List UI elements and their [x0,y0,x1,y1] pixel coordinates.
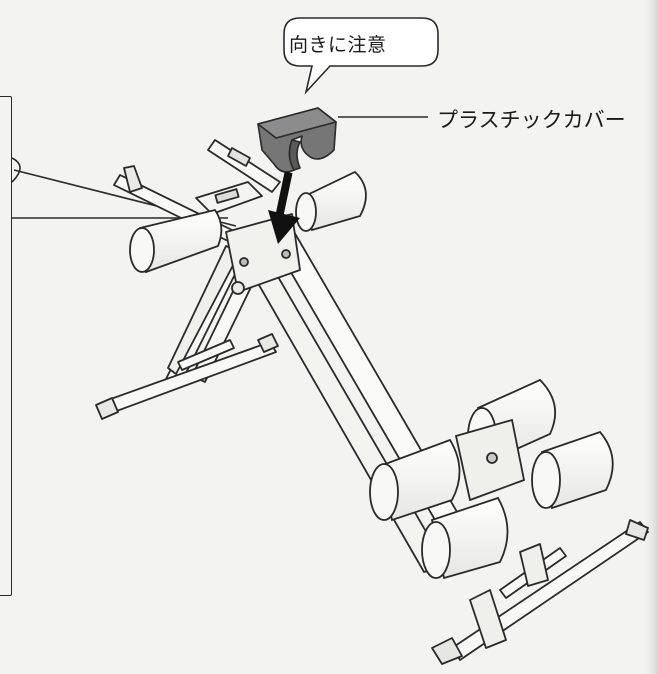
plastic-cover [257,107,337,173]
front-base-frame [431,519,649,665]
rear-leg-frame [95,237,279,420]
speech-bubble [283,17,439,95]
upper-roller-pads [129,170,367,274]
caution-bubble-text: 向きに注意 [289,34,387,56]
page-edge-shadow [644,0,658,674]
lower-roller-pads [369,378,614,580]
callout-box [0,96,12,596]
plastic-cover-label: プラスチックカバー [437,108,626,132]
install-arrow [268,171,300,244]
